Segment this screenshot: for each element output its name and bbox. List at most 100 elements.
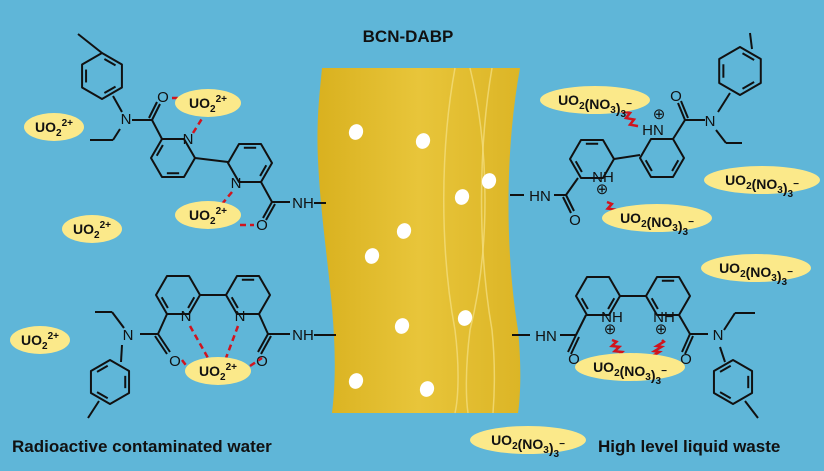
double-bond <box>650 297 659 310</box>
atom-label: O <box>256 353 268 370</box>
bond <box>157 313 168 335</box>
double-bond <box>719 364 732 373</box>
hydrogen-bond <box>181 359 189 369</box>
bond <box>719 346 726 363</box>
formula-part: (NO <box>752 176 778 192</box>
positive-charge-icon: ⊕ <box>596 181 609 198</box>
atom-label: O <box>169 353 181 370</box>
formula-part: − <box>559 439 565 450</box>
bond <box>257 333 269 353</box>
ion-formula: UO2(NO3)3− <box>719 260 793 288</box>
membrane-pore <box>348 373 364 389</box>
formula-part: 2 <box>614 368 620 379</box>
formula-part: UO <box>719 260 740 276</box>
bond <box>565 177 579 196</box>
ion-ellipse <box>704 166 820 194</box>
atom-label: N <box>123 327 134 344</box>
formula-part: UO <box>491 432 512 448</box>
aromatic-ring <box>150 137 196 179</box>
formula-part: 2 <box>512 441 518 452</box>
formula-part: 3 <box>683 227 689 238</box>
aromatic-ring <box>81 52 123 100</box>
formula-part: UO <box>620 210 641 226</box>
atom-label: N <box>705 113 716 130</box>
bond <box>258 313 269 335</box>
ion-ellipse <box>185 357 251 385</box>
formula-part: UO <box>189 207 210 223</box>
formula-part: − <box>626 99 632 110</box>
atom-label: NH <box>653 309 675 326</box>
formula-part: ) <box>651 367 656 383</box>
membrane-pore <box>419 381 435 397</box>
ion-ellipse <box>602 204 712 232</box>
ion-ellipse <box>575 353 685 381</box>
aromatic-ring <box>155 274 201 316</box>
hydrogen-bond <box>191 116 205 134</box>
formula-part: (NO <box>585 96 611 112</box>
formula-part: − <box>688 217 694 228</box>
positive-charge-icon: ⊕ <box>604 321 617 338</box>
formula-part: 2+ <box>216 94 228 105</box>
hydrogen-bond <box>249 356 263 368</box>
formula-part: UO <box>189 95 210 111</box>
formula-part: ) <box>678 218 683 234</box>
bond <box>749 32 753 50</box>
formula-part: 3 <box>610 105 616 116</box>
formula-part: 3 <box>672 223 678 234</box>
formula-part: 2 <box>42 341 48 352</box>
ion-formula: UO2(NO3)3− <box>558 92 632 120</box>
ion-labels: UO22+UO22+UO22+UO22+UO22+UO22+UO2(NO3)3−… <box>10 86 820 460</box>
membrane-pore <box>394 318 410 334</box>
double-bond <box>155 144 164 157</box>
double-bond <box>96 364 109 373</box>
formula-part: UO <box>558 92 579 108</box>
uranyl-nitrate-ion-badge: UO2(NO3)3− <box>540 86 650 120</box>
ion-formula: UO2(NO3)3− <box>620 210 694 238</box>
formula-part: 2 <box>210 104 216 115</box>
formula-part: 3 <box>554 449 560 460</box>
uranyl-nitrate-ion-badge: UO2(NO3)3− <box>602 204 712 238</box>
right-region-label: High level liquid waste <box>598 437 780 456</box>
ion-ellipse <box>24 113 84 141</box>
aromatic-ring <box>569 138 615 180</box>
atom-label: HN <box>642 122 664 139</box>
ion-formula: UO22+ <box>189 94 227 115</box>
formula-part: ) <box>777 268 782 284</box>
membrane-pore <box>348 124 364 140</box>
uranyl-ion-badge: UO22+ <box>185 357 251 385</box>
bond <box>260 335 272 355</box>
atom-label: O <box>569 212 581 229</box>
formula-part: (NO <box>746 264 772 280</box>
formula-part: ) <box>783 180 788 196</box>
membrane-pore <box>457 310 473 326</box>
double-bond <box>719 391 732 400</box>
aromatic-ring <box>225 274 271 316</box>
atom-label: N <box>231 175 242 192</box>
ion-formula: UO22+ <box>189 206 227 227</box>
formula-part: 2+ <box>62 118 74 129</box>
double-bond <box>103 58 117 67</box>
bond <box>148 101 158 119</box>
formula-part: 2 <box>579 101 585 112</box>
formula-part: 2 <box>641 219 647 230</box>
atom-label: HN <box>529 188 551 205</box>
ion-ellipse <box>470 426 586 454</box>
bond <box>567 334 577 353</box>
bond <box>194 157 229 163</box>
formula-part: 2+ <box>226 362 238 373</box>
formula-part: 2 <box>210 216 216 227</box>
bond <box>87 400 100 419</box>
double-bond <box>103 85 117 94</box>
bond <box>157 333 171 353</box>
bond <box>111 311 125 329</box>
double-bond <box>741 52 755 61</box>
double-bond <box>230 296 239 309</box>
left-region-label: Radioactive contaminated water <box>12 437 272 456</box>
bond <box>154 335 168 355</box>
atom-label: N <box>183 131 194 148</box>
formula-part: (NO <box>647 214 673 230</box>
formula-part: 2 <box>746 181 752 192</box>
double-bond <box>671 159 680 172</box>
formula-part: − <box>787 267 793 278</box>
